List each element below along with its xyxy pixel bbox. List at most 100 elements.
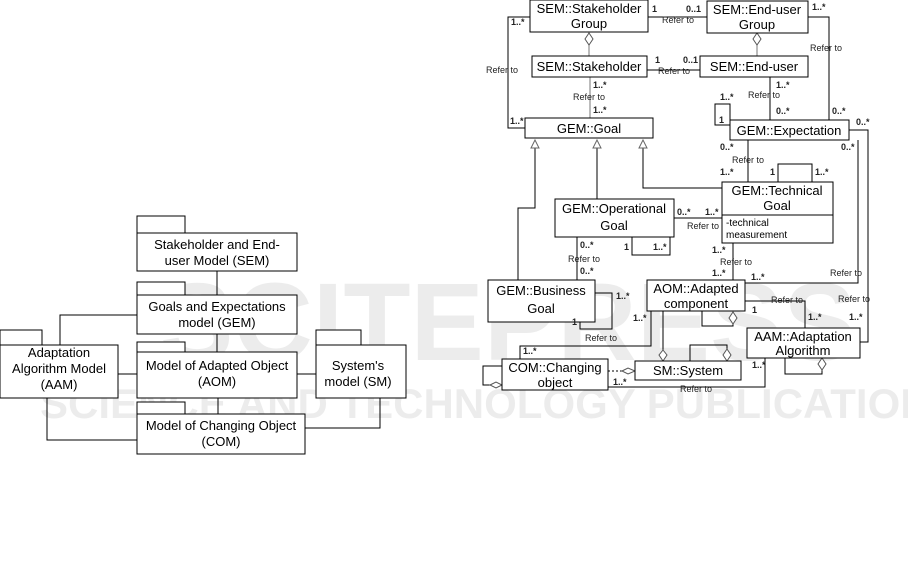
package-connectors bbox=[46, 271, 381, 441]
multiplicity: 0..* bbox=[580, 266, 594, 276]
package-gem-label: Goals and Expectations bbox=[148, 299, 286, 314]
multiplicity: 1..* bbox=[776, 80, 790, 90]
association-label: Refer to bbox=[662, 15, 694, 25]
class-adapted-component[interactable]: AOM::Adapted component bbox=[646, 279, 746, 312]
class-name: SEM::End-user bbox=[710, 59, 799, 74]
package-aam-label: (AAM) bbox=[41, 377, 78, 392]
class-business-goal[interactable]: GEM::Business Goal bbox=[487, 279, 596, 323]
class-expectation[interactable]: GEM::Expectation bbox=[729, 119, 850, 141]
package-aom[interactable]: Model of Adapted Object (AOM) bbox=[136, 341, 298, 399]
association-label: Refer to bbox=[585, 333, 617, 343]
package-aam[interactable]: Adaptation Algorithm Model (AAM) bbox=[0, 329, 119, 399]
class-name: Goal bbox=[600, 218, 628, 233]
association-label: Refer to bbox=[810, 43, 842, 53]
multiplicity: 1..* bbox=[752, 360, 766, 370]
class-name: SEM::End-user bbox=[713, 2, 802, 17]
multiplicity: 1..* bbox=[633, 313, 647, 323]
package-aam-label: Algorithm Model bbox=[12, 361, 106, 376]
package-com-label: Model of Changing Object bbox=[146, 418, 297, 433]
class-name: SM::System bbox=[653, 363, 723, 378]
class-name: GEM::Operational bbox=[562, 201, 666, 216]
class-name: GEM::Expectation bbox=[737, 123, 842, 138]
class-name: component bbox=[664, 296, 729, 311]
package-aam-label: Adaptation bbox=[28, 345, 90, 360]
class-enduser-group[interactable]: SEM::End-user Group bbox=[706, 0, 809, 34]
association-label: Refer to bbox=[687, 221, 719, 231]
association-label: Refer to bbox=[680, 384, 712, 394]
package-sem-label: Stakeholder and End- bbox=[154, 237, 280, 252]
association-labels: 1 Refer to 0..1 1..* Refer to 1..* 1 Ref… bbox=[486, 2, 870, 394]
multiplicity: 0..* bbox=[776, 106, 790, 116]
multiplicity: 1..* bbox=[523, 346, 537, 356]
multiplicity: 1..* bbox=[751, 272, 765, 282]
multiplicity: 1 bbox=[572, 317, 577, 327]
class-name: object bbox=[538, 375, 573, 390]
package-gem[interactable]: Goals and Expectations model (GEM) bbox=[136, 281, 298, 335]
multiplicity: 1..* bbox=[849, 312, 863, 322]
multiplicity: 0..* bbox=[580, 240, 594, 250]
class-enduser[interactable]: SEM::End-user bbox=[699, 55, 809, 78]
class-stakeholder-group[interactable]: SEM::Stakeholder Group bbox=[529, 0, 649, 33]
class-name: SEM::Stakeholder bbox=[537, 59, 642, 74]
class-name: Goal bbox=[763, 198, 791, 213]
class-name: Group bbox=[739, 17, 775, 32]
multiplicity: 0..* bbox=[720, 142, 734, 152]
association-label: Refer to bbox=[658, 66, 690, 76]
class-name: AAM::Adaptation bbox=[754, 329, 852, 344]
package-aom-label: (AOM) bbox=[198, 374, 236, 389]
package-sem-label: user Model (SEM) bbox=[165, 253, 270, 268]
multiplicity: 1..* bbox=[613, 377, 627, 387]
class-goal[interactable]: GEM::Goal bbox=[524, 117, 654, 139]
association-label: Refer to bbox=[732, 155, 764, 165]
associations bbox=[482, 16, 869, 389]
multiplicity: 1..* bbox=[712, 245, 726, 255]
class-name: GEM::Goal bbox=[557, 121, 621, 136]
class-stakeholder[interactable]: SEM::Stakeholder bbox=[531, 55, 648, 78]
class-diagram: SEM::Stakeholder Group SEM::End-user Gro… bbox=[482, 0, 870, 394]
multiplicity: 1..* bbox=[511, 17, 525, 27]
multiplicity: 1..* bbox=[812, 2, 826, 12]
class-name: Goal bbox=[527, 301, 555, 316]
multiplicity: 1..* bbox=[593, 105, 607, 115]
class-changing-object[interactable]: COM::Changing object bbox=[501, 358, 609, 391]
association-label: Refer to bbox=[830, 268, 862, 278]
class-name: Algorithm bbox=[776, 343, 831, 358]
multiplicity: 1..* bbox=[616, 291, 630, 301]
package-sm-label: System's bbox=[332, 358, 385, 373]
class-adaptation-algorithm[interactable]: AAM::Adaptation Algorithm bbox=[746, 327, 861, 359]
multiplicity: 0..* bbox=[677, 207, 691, 217]
association-label: Refer to bbox=[568, 254, 600, 264]
class-operational-goal[interactable]: GEM::Operational Goal bbox=[554, 198, 675, 238]
multiplicity: 1..* bbox=[808, 312, 822, 322]
association-label: Refer to bbox=[771, 295, 803, 305]
class-attribute: measurement bbox=[726, 230, 787, 241]
association-label: Refer to bbox=[748, 90, 780, 100]
package-overview: Stakeholder and End- user Model (SEM) Go… bbox=[0, 215, 407, 455]
multiplicity: 1..* bbox=[705, 207, 719, 217]
package-sem[interactable]: Stakeholder and End- user Model (SEM) bbox=[136, 215, 298, 272]
package-sm[interactable]: System's model (SM) bbox=[315, 329, 407, 399]
class-system[interactable]: SM::System bbox=[634, 360, 742, 381]
multiplicity: 1 bbox=[652, 4, 657, 14]
association-label: Refer to bbox=[838, 294, 870, 304]
multiplicity: 1..* bbox=[653, 242, 667, 252]
association-label: Refer to bbox=[486, 65, 518, 75]
multiplicity: 1..* bbox=[720, 167, 734, 177]
multiplicity: 0..1 bbox=[686, 4, 701, 14]
package-aom-label: Model of Adapted Object bbox=[146, 358, 289, 373]
class-name: GEM::Business bbox=[496, 283, 586, 298]
multiplicity: 1..* bbox=[720, 92, 734, 102]
multiplicity: 1 bbox=[752, 305, 757, 315]
package-com[interactable]: Model of Changing Object (COM) bbox=[136, 401, 306, 455]
class-technical-goal[interactable]: GEM::Technical Goal -technical measureme… bbox=[721, 181, 834, 244]
multiplicity: 1..* bbox=[712, 268, 726, 278]
package-com-label: (COM) bbox=[202, 434, 241, 449]
multiplicity: 1..* bbox=[510, 116, 524, 126]
aggregation-diamond-icon bbox=[488, 32, 827, 389]
class-name: AOM::Adapted bbox=[653, 281, 738, 296]
class-name: GEM::Technical bbox=[731, 183, 822, 198]
multiplicity: 1 bbox=[624, 242, 629, 252]
class-name: COM::Changing bbox=[508, 360, 601, 375]
